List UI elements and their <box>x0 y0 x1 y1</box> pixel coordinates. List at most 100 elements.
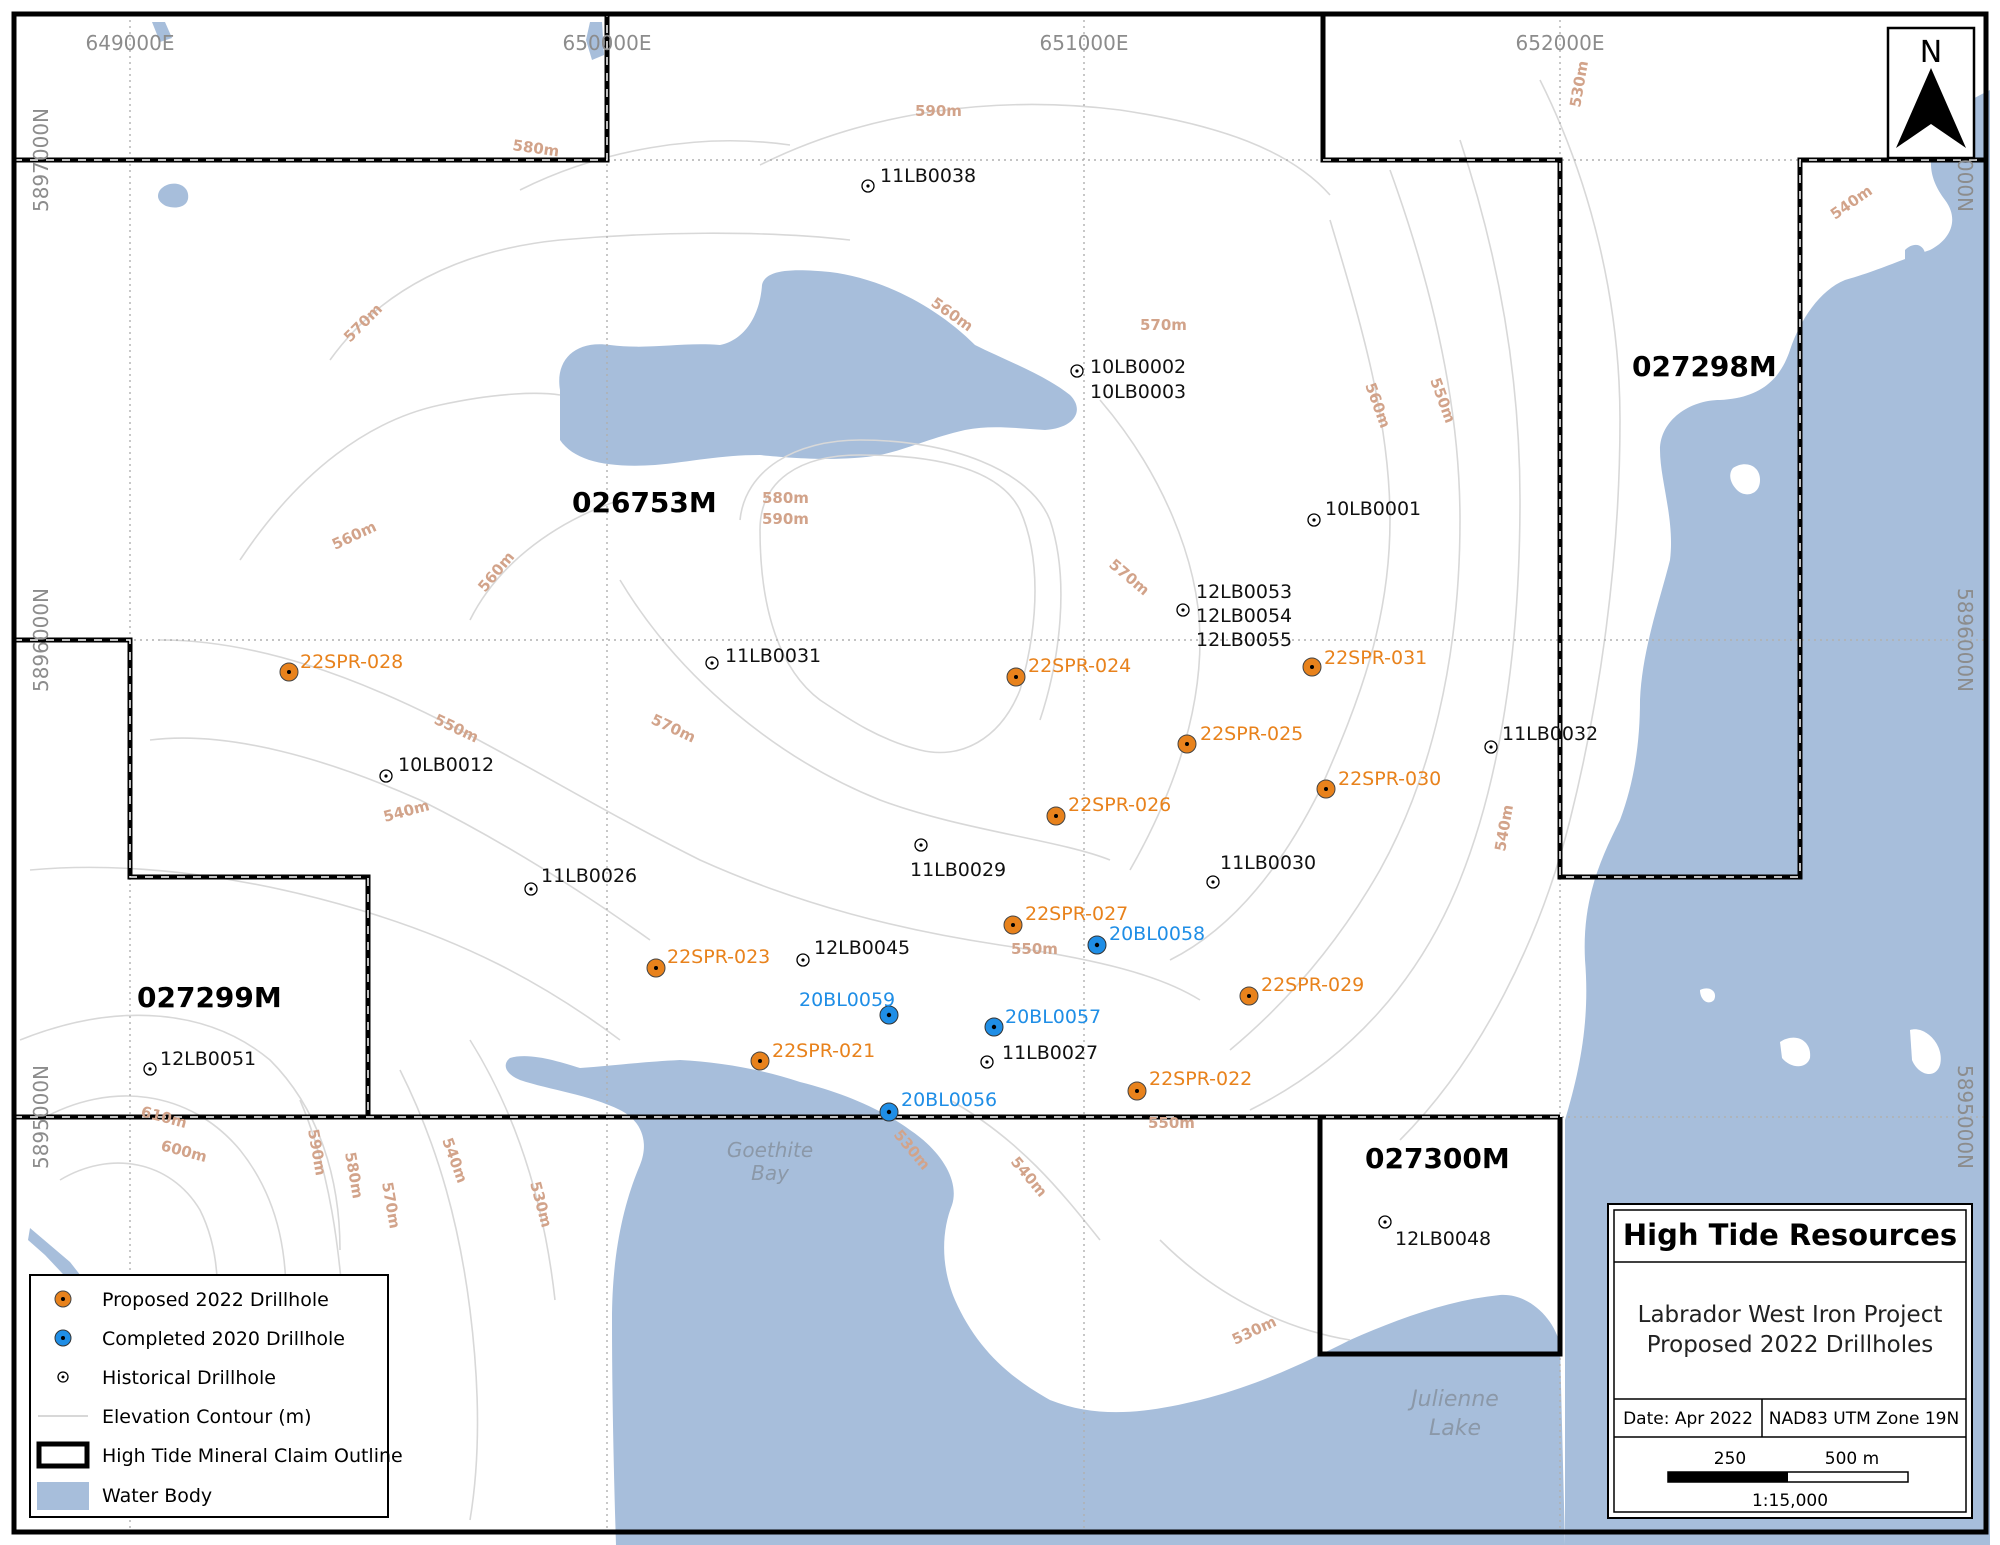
historical-drillhole[interactable]: 12LB0045 <box>796 937 910 967</box>
completed-drillhole[interactable]: 20BL0058 <box>1087 923 1205 955</box>
historical-drillhole[interactable]: 11LB0027 <box>980 1042 1098 1069</box>
legend-item-proposed: Proposed 2022 Drillhole <box>54 1289 329 1311</box>
north-arrow: N <box>1886 26 1976 160</box>
proposed-drillhole[interactable]: 22SPR-028 <box>279 651 403 682</box>
drillhole-label: 11LB0027 <box>1002 1042 1098 1064</box>
x-tick-label: 649000E <box>86 31 175 55</box>
drillhole-label: 11LB0026 <box>541 865 637 887</box>
legend-label: Elevation Contour (m) <box>102 1406 312 1428</box>
proposed-drillhole[interactable]: 22SPR-026 <box>1046 794 1171 826</box>
drillhole-label: 11LB0030 <box>1220 852 1316 874</box>
scale-label-500: 500 m <box>1825 1449 1879 1469</box>
historical-drillhole[interactable]: 11LB0038 <box>861 165 976 193</box>
legend-item-completed: Completed 2020 Drillhole <box>54 1328 345 1350</box>
drillhole-label: 11LB0029 <box>910 859 1006 881</box>
drillhole-label: 11LB0031 <box>725 645 821 667</box>
drillhole-label: 22SPR-025 <box>1200 723 1303 745</box>
drillhole-label: 22SPR-030 <box>1338 768 1441 790</box>
drillhole-label: 22SPR-026 <box>1068 794 1171 816</box>
historical-drillhole[interactable]: 11LB0029 <box>910 838 1006 881</box>
proposed-drillhole[interactable]: 22SPR-027 <box>1003 903 1128 935</box>
island-3 <box>1910 1029 1941 1075</box>
water-label: Bay <box>751 1161 790 1185</box>
water-bodies <box>28 22 1990 1545</box>
proposed-drillhole[interactable]: 22SPR-023 <box>646 946 770 978</box>
proposed-drillhole[interactable]: 22SPR-030 <box>1316 768 1441 799</box>
contour-label: 550m <box>1011 940 1058 958</box>
legend-item-historical: Historical Drillhole <box>57 1367 276 1389</box>
lake-north <box>559 270 1077 466</box>
proposed-drillhole[interactable]: 22SPR-021 <box>750 1040 875 1071</box>
company-title: High Tide Resources <box>1623 1218 1957 1252</box>
contour-label: 590m <box>762 510 809 528</box>
legend-item-claim: High Tide Mineral Claim Outline <box>36 1441 403 1469</box>
historical-drillhole[interactable]: 11LB0026 <box>524 865 637 896</box>
grid-tick-labels: 649000E 650000E 651000E 652000E 5897000N… <box>29 31 1977 1169</box>
legend-label: Proposed 2022 Drillhole <box>102 1289 329 1311</box>
historical-drillhole[interactable]: 12LB0051 <box>143 1048 256 1076</box>
drillhole-label: 20BL0056 <box>901 1089 997 1111</box>
pond-top2 <box>586 22 604 60</box>
drillhole-label: 22SPR-027 <box>1025 903 1128 925</box>
proposed-drillhole[interactable]: 22SPR-022 <box>1127 1068 1252 1101</box>
x-tick-label: 651000E <box>1040 31 1129 55</box>
pond-top <box>152 22 172 42</box>
drillhole-label: 22SPR-024 <box>1028 655 1131 677</box>
drillhole-label: 10LB0012 <box>398 754 494 776</box>
island-1 <box>1730 464 1760 495</box>
scale-ratio: 1:15,000 <box>1752 1491 1828 1511</box>
date-label: Date: Apr 2022 <box>1623 1409 1753 1429</box>
island-2 <box>1780 1037 1811 1067</box>
north-label: N <box>1920 35 1942 70</box>
historical-drillhole[interactable]: 10LB0001 <box>1307 498 1421 527</box>
proposed-drillhole[interactable]: 22SPR-031 <box>1302 647 1427 677</box>
proposed-drillhole[interactable]: 22SPR-024 <box>1006 655 1131 687</box>
drillhole-label: 20BL0059 <box>799 989 895 1011</box>
claim-labels: 026753M 027298M 027299M 027300M <box>137 350 1777 1175</box>
proposed-drillhole[interactable]: 22SPR-025 <box>1177 723 1303 754</box>
drillhole-label: 22SPR-028 <box>300 651 403 673</box>
claim-label: 027300M <box>1365 1142 1510 1175</box>
legend-label: Completed 2020 Drillhole <box>102 1328 345 1350</box>
historical-drillhole[interactable]: 11LB0031 <box>705 645 821 670</box>
proposed-drillhole[interactable]: 22SPR-029 <box>1239 974 1364 1006</box>
legend-label: Water Body <box>102 1485 212 1507</box>
drillhole-label: 10LB0001 <box>1325 498 1421 520</box>
water-label: Julienne <box>1407 1387 1499 1412</box>
y-tick-label: 5896000N <box>1953 588 1977 692</box>
project-title: Labrador West Iron Project <box>1638 1302 1943 1328</box>
water-label: Lake <box>1429 1416 1481 1441</box>
completed-drillhole[interactable]: 20BL0056 <box>879 1089 997 1122</box>
historical-drillhole[interactable]: 10LB0012 <box>379 754 494 783</box>
drillhole-label: 12LB0054 <box>1196 605 1292 627</box>
drillhole-label: 20BL0057 <box>1005 1006 1101 1028</box>
drillhole-label: 22SPR-022 <box>1149 1068 1252 1090</box>
drillhole-label: 22SPR-029 <box>1261 974 1364 996</box>
legend-label: Historical Drillhole <box>102 1367 276 1389</box>
drillhole-label: 10LB0002 <box>1090 356 1186 378</box>
completed-drillhole[interactable]: 20BL0059 <box>799 989 899 1025</box>
drillhole-label: 12LB0055 <box>1196 629 1292 651</box>
contour-label: 580m <box>762 489 809 507</box>
legend: Proposed 2022 Drillhole Completed 2020 D… <box>29 1274 403 1518</box>
completed-drillhole[interactable]: 20BL0057 <box>984 1006 1101 1037</box>
claim-label: 027298M <box>1632 350 1777 383</box>
historical-drillhole[interactable]: 11LB0032 <box>1484 723 1598 754</box>
north-arrow-icon <box>1896 68 1966 148</box>
datum-label: NAD83 UTM Zone 19N <box>1769 1409 1959 1429</box>
proposed-drillholes: 22SPR-028 22SPR-024 22SPR-031 22SPR-025 … <box>279 647 1441 1101</box>
historical-drillhole[interactable]: 12LB0048 <box>1378 1215 1491 1250</box>
contour-label: 550m <box>1148 1114 1195 1132</box>
y-tick-label: 5896000N <box>29 588 53 692</box>
scale-bar: 250 500 m 1:15,000 <box>1667 1449 1909 1511</box>
island-4 <box>1700 988 1716 1003</box>
map-frame <box>11 11 1989 1535</box>
contour-label: 590m <box>915 102 962 120</box>
legend-item-water: Water Body <box>37 1482 212 1510</box>
julienne-lake <box>1565 90 1990 1545</box>
drillhole-label: 11LB0032 <box>1502 723 1598 745</box>
historical-drillhole[interactable]: 11LB0030 <box>1206 852 1316 889</box>
